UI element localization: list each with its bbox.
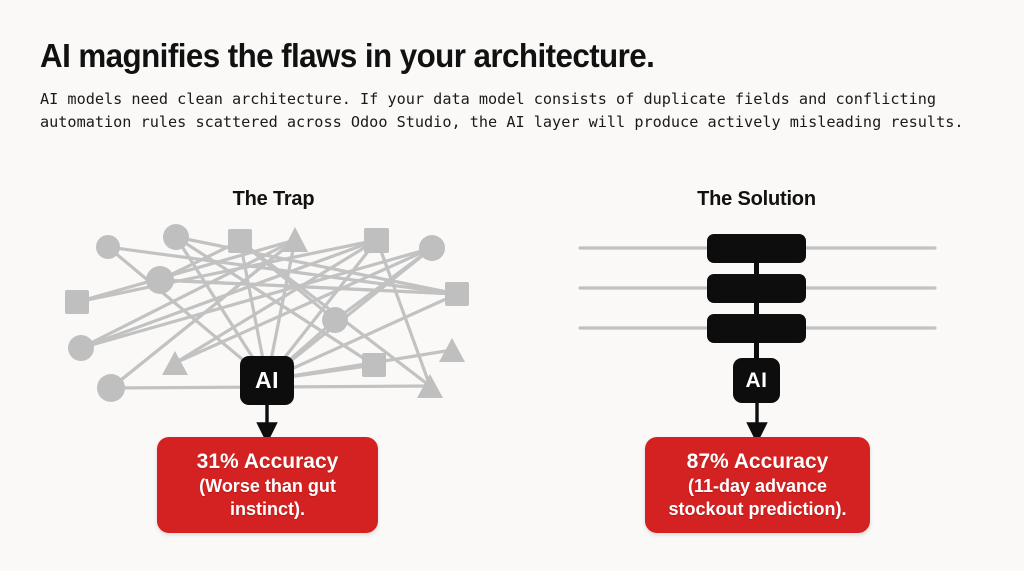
ai-node-solution: AI <box>733 358 780 403</box>
body-paragraph: AI models need clean architecture. If yo… <box>40 90 964 131</box>
stack-bar-2 <box>707 274 806 303</box>
node-circle <box>96 235 120 259</box>
stack-connector-2 <box>754 300 759 318</box>
stack-bar-3 <box>707 314 806 343</box>
right-arrow <box>746 403 768 444</box>
node-triangle <box>162 351 188 375</box>
stack-bar-1 <box>707 234 806 263</box>
node-circle <box>163 224 189 250</box>
result-headline-trap: 31% Accuracy <box>196 450 339 473</box>
node-triangle <box>282 227 308 252</box>
node-circle <box>146 266 174 294</box>
result-sub-line-1-trap: (Worse than gut <box>199 476 336 496</box>
node-square <box>364 228 389 253</box>
left-arrow <box>256 405 278 444</box>
node-square <box>362 353 386 377</box>
node-circle <box>97 374 125 402</box>
result-headline-solution: 87% Accuracy <box>686 450 829 473</box>
column-title-solution: The Solution <box>697 188 816 210</box>
column-title-trap: The Trap <box>232 188 315 210</box>
stack-connector-1 <box>754 260 759 278</box>
node-circle <box>322 307 348 333</box>
page-title: AI magnifies the flaws in your architect… <box>40 37 655 74</box>
result-sub-line-2-solution: stockout prediction). <box>668 499 847 519</box>
node-square <box>228 229 252 253</box>
node-circle <box>419 235 445 261</box>
node-square <box>65 290 89 314</box>
node-triangle <box>417 374 443 398</box>
result-box-solution: 87% Accuracy (11-day advance stockout pr… <box>645 437 870 533</box>
node-square <box>445 282 469 306</box>
result-box-trap: 31% Accuracy (Worse than gut instinct). <box>157 437 378 533</box>
stack-connector-3 <box>754 340 759 362</box>
node-circle <box>68 335 94 361</box>
ai-node-trap: AI <box>240 356 294 405</box>
result-sub-line-2-trap: instinct). <box>230 499 305 519</box>
result-sub-line-1-solution: (11-day advance <box>687 476 828 496</box>
node-triangle <box>439 338 465 362</box>
